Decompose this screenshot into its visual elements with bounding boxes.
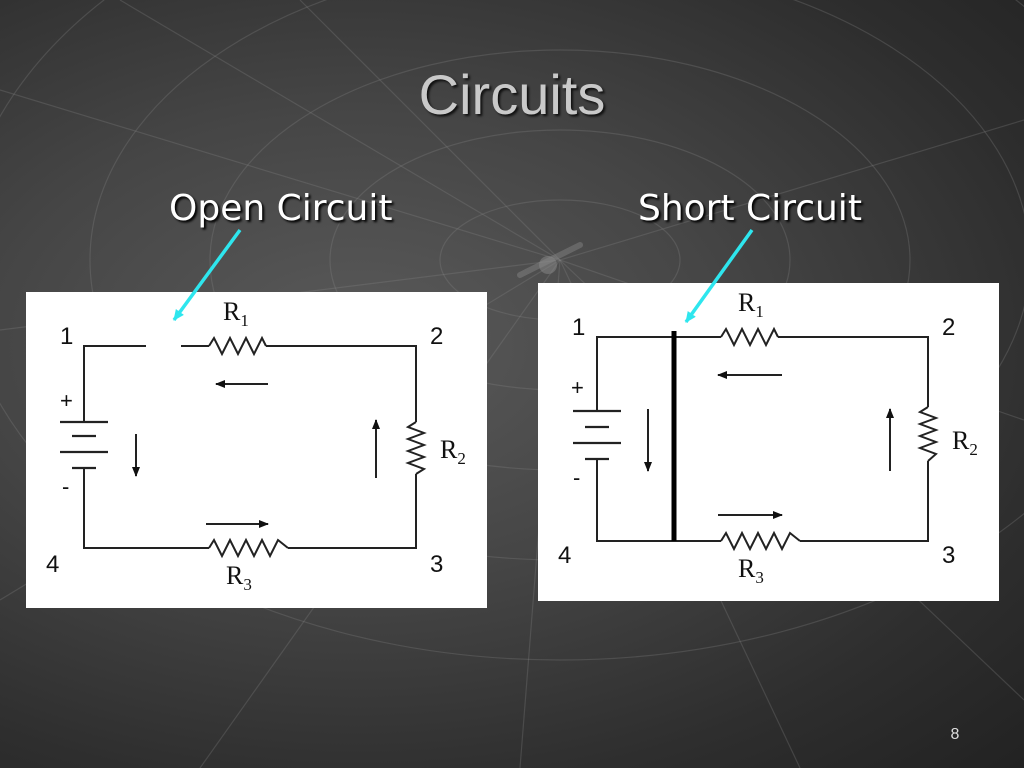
resistor-r2-label: R2	[440, 435, 466, 468]
node-label-1: 1	[572, 314, 585, 341]
wire-left-top	[83, 345, 146, 422]
resistor-r3-label: R3	[738, 554, 764, 587]
open-circuit-caption: Open Circuit	[169, 188, 393, 229]
battery-minus-sign: -	[573, 465, 580, 490]
resistor-r2-label: R2	[952, 426, 978, 459]
short-circuit-diagram: + - 1 2 3 4 R1 R2 R3	[538, 283, 999, 601]
resistor-r1	[720, 326, 779, 348]
battery	[573, 409, 621, 461]
node-label-4: 4	[46, 551, 59, 578]
wire-top-r1-to-node2	[778, 336, 929, 407]
battery-plus-sign: +	[571, 375, 584, 400]
resistor-r3	[208, 537, 289, 559]
wire-right-bottom	[288, 474, 417, 549]
resistor-r3-label: R3	[226, 561, 252, 594]
open-circuit-diagram: + - 1 2 3 4 R1 R2 R3	[26, 292, 487, 608]
node-label-3: 3	[430, 551, 443, 578]
node-label-1: 1	[60, 323, 73, 350]
wire-bottom-left	[83, 468, 209, 549]
node-label-2: 2	[942, 314, 955, 341]
wire-bottom-left	[596, 459, 721, 542]
node-label-3: 3	[942, 542, 955, 569]
wire-top-r1-to-node2	[266, 345, 417, 422]
slide-title: Circuits	[418, 63, 606, 126]
wire-right-bottom	[800, 461, 929, 542]
page-number: 8	[950, 726, 960, 743]
resistor-r1-label: R1	[223, 297, 249, 330]
node-label-4: 4	[558, 542, 571, 569]
battery	[60, 420, 108, 470]
wire-left-top	[596, 336, 721, 411]
short-circuit-caption: Short Circuit	[638, 188, 862, 229]
resistor-r1	[208, 335, 267, 357]
battery-plus-sign: +	[60, 388, 73, 413]
battery-minus-sign: -	[62, 474, 69, 499]
node-label-2: 2	[430, 323, 443, 350]
resistor-r2	[405, 421, 427, 475]
resistor-r2	[917, 406, 939, 462]
resistor-r1-label: R1	[738, 288, 764, 321]
resistor-r3	[720, 530, 801, 552]
